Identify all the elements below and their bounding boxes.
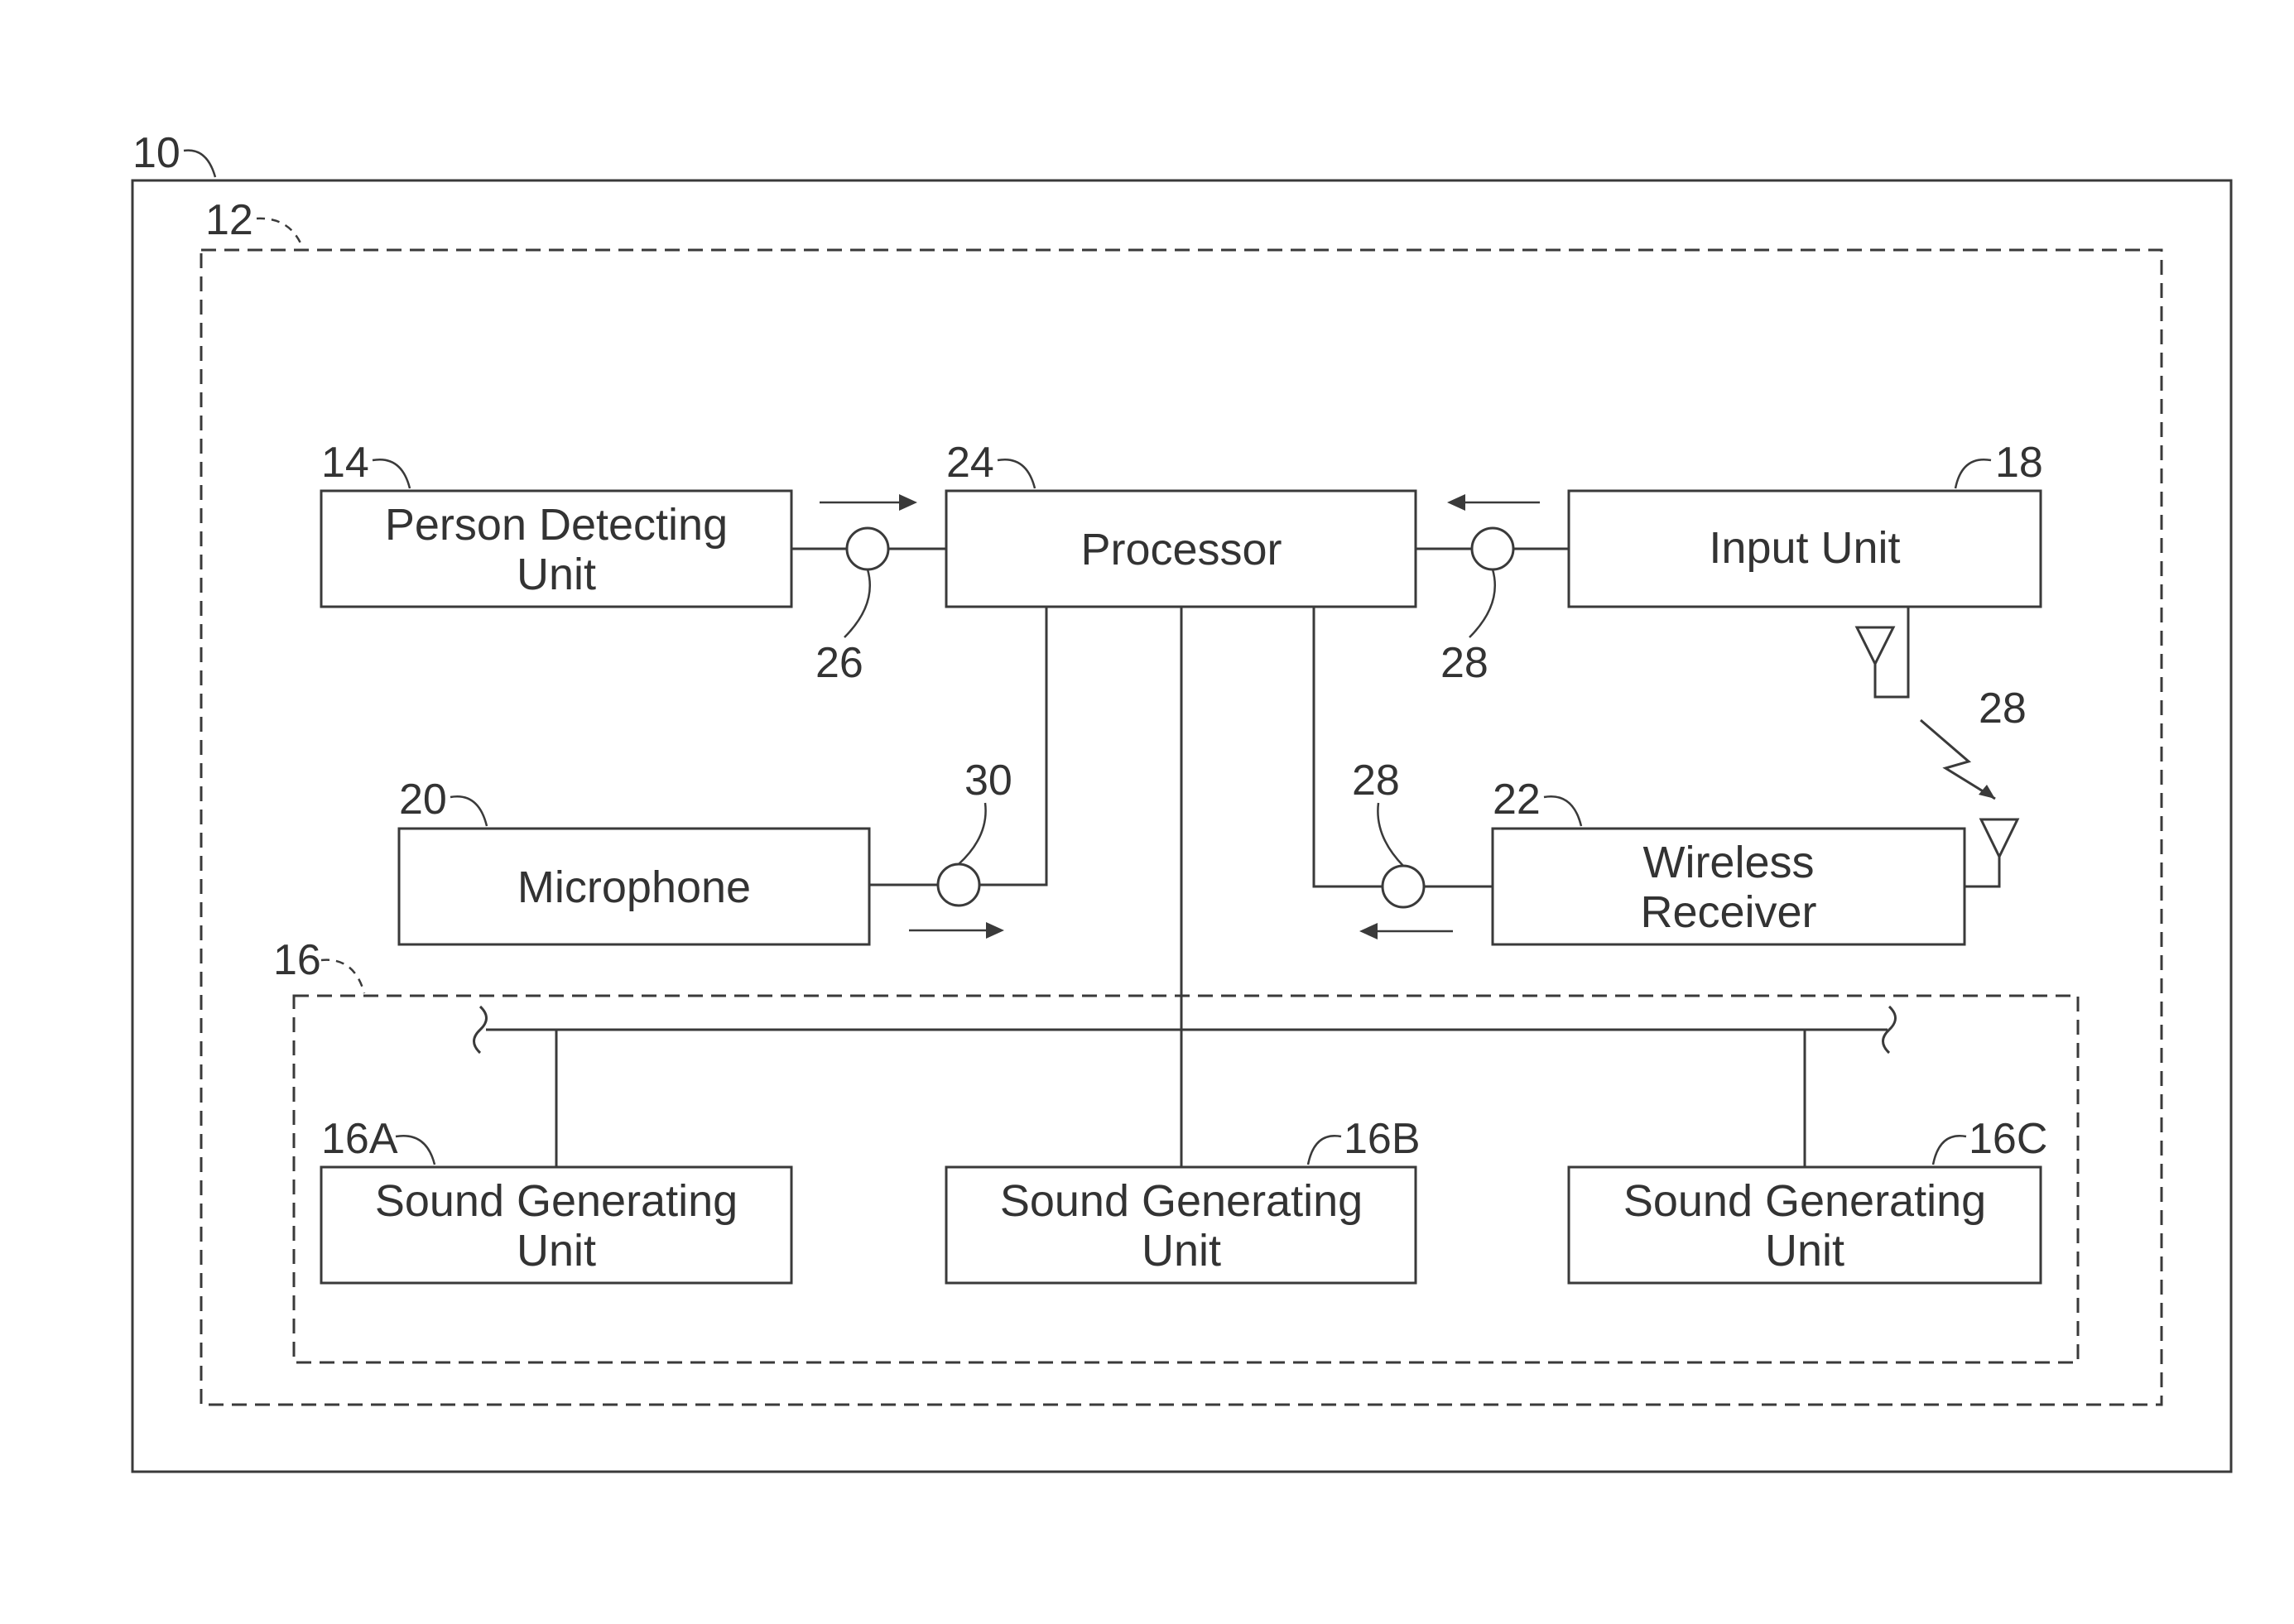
connector-input xyxy=(1472,528,1513,569)
person-detecting-label-2: Unit xyxy=(517,550,596,599)
ref-sgu-a: 16A xyxy=(321,1115,398,1163)
sgu-c-label-1: Sound Generating xyxy=(1623,1176,1986,1226)
ref-housing: 12 xyxy=(205,196,253,244)
ref-connector-wireless: 28 xyxy=(1352,757,1400,805)
ref-person-detecting: 14 xyxy=(321,439,369,487)
processor-label: Processor xyxy=(1080,525,1282,574)
input-unit-label: Input Unit xyxy=(1709,523,1900,573)
sgu-a-label-1: Sound Generating xyxy=(375,1176,738,1226)
sgu-b-label-2: Unit xyxy=(1142,1226,1221,1276)
connector-wireless xyxy=(1383,866,1424,907)
ref-connector-mic: 30 xyxy=(964,757,1012,805)
ref-connector-pdu: 26 xyxy=(815,639,863,687)
ref-input-unit: 18 xyxy=(1995,439,2043,487)
person-detecting-label-1: Person Detecting xyxy=(385,500,728,550)
leader-system xyxy=(184,151,215,177)
sgu-a-label-2: Unit xyxy=(517,1226,596,1276)
microphone-label: Microphone xyxy=(517,862,751,912)
ref-microphone: 20 xyxy=(399,776,447,824)
ref-wireless-receiver: 22 xyxy=(1493,776,1541,824)
wireless-receiver-label-2: Receiver xyxy=(1640,887,1816,937)
sgu-c-label-2: Unit xyxy=(1765,1226,1844,1276)
ref-wireless-link: 28 xyxy=(1979,685,2027,733)
ref-processor: 24 xyxy=(946,439,994,487)
ref-sound-array: 16 xyxy=(273,936,321,984)
sgu-b-label-1: Sound Generating xyxy=(1000,1176,1363,1226)
ref-connector-input: 28 xyxy=(1440,639,1488,687)
ref-sgu-b: 16B xyxy=(1344,1115,1421,1163)
ref-sgu-c: 16C xyxy=(1969,1115,2047,1163)
connector-mic xyxy=(938,864,979,906)
ref-system: 10 xyxy=(132,129,180,177)
connector-pdu xyxy=(847,528,888,569)
wireless-receiver-label-1: Wireless xyxy=(1642,838,1814,887)
